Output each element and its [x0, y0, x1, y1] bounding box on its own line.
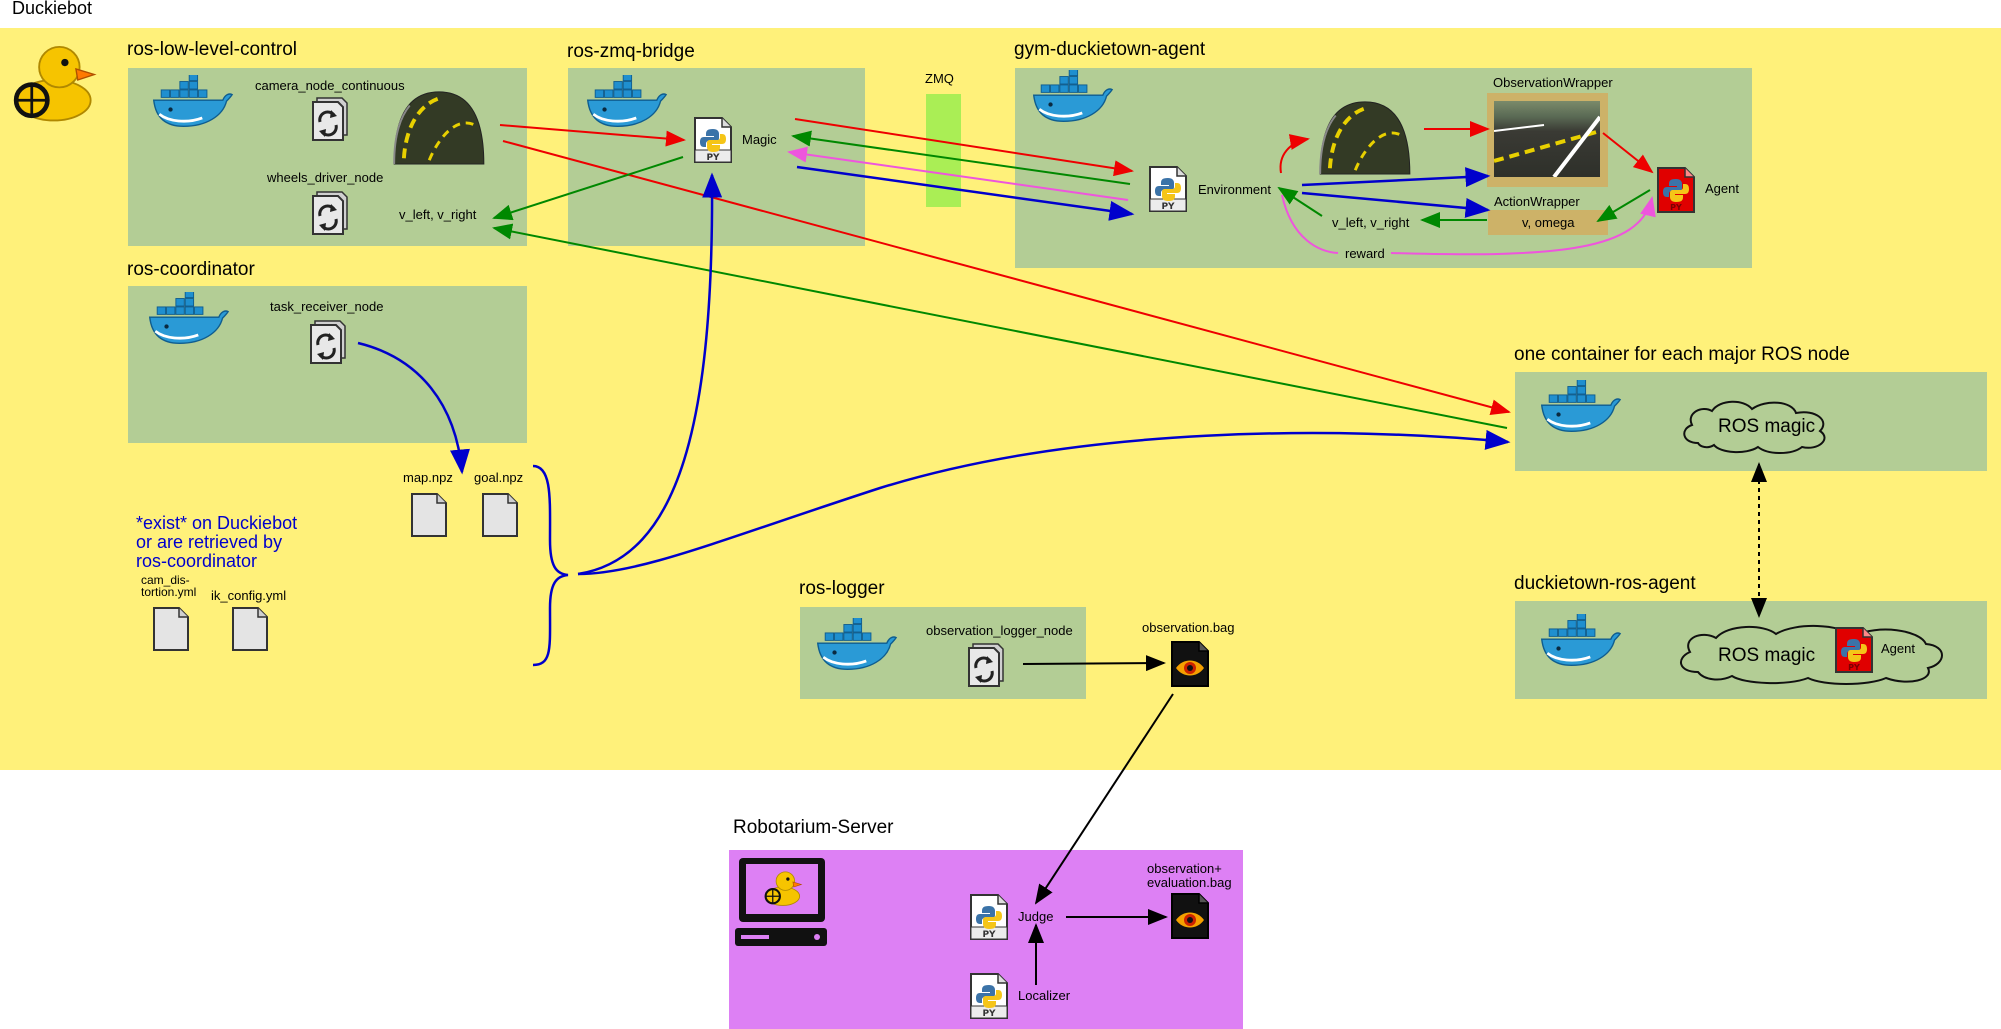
environment-label: Environment: [1198, 182, 1271, 197]
zmq-label: ZMQ: [925, 71, 954, 86]
env-to-obswrapper-arrow: [1301, 167, 1491, 188]
magic-to-env-arrow: [794, 118, 1134, 177]
wheels-to-env-arrow: [1277, 186, 1323, 217]
wheels-signal-label: v_left, v_right: [399, 207, 477, 222]
env-reward-arrow: [1281, 194, 1339, 254]
observation-wrapper-label: ObservationWrapper: [1493, 75, 1613, 90]
camera-to-ros-arrow: [502, 140, 1511, 416]
ros-agent-title: duckietown-ros-agent: [1514, 573, 1696, 594]
road-lines-icon: [1494, 115, 1600, 177]
note-line-2: or are retrieved by: [136, 532, 283, 552]
wheels-node-label: wheels_driver_node: [267, 170, 384, 185]
logger-node-label: observation_logger_node: [926, 623, 1073, 638]
ros-magic-label: ROS magic: [1718, 416, 1816, 437]
ros-agent-label: Agent: [1881, 641, 1915, 656]
eval-line-2: evaluation.bag: [1147, 875, 1232, 890]
ros-magic-cloud: [1683, 400, 1826, 454]
goal-file-label: goal.npz: [474, 470, 524, 485]
observation-wrapper-image: [1494, 101, 1600, 177]
agent-reward-arrow: [1390, 196, 1656, 256]
files-to-magic-arrow: [577, 172, 723, 576]
env-to-magic-arrow: [791, 130, 1131, 185]
gym-agent-title: gym-duckietown-agent: [1014, 39, 1206, 60]
camera-to-magic-arrow: [499, 124, 686, 147]
reward-label: reward: [1345, 246, 1385, 261]
localizer-label: Localizer: [1018, 988, 1071, 1003]
bag-to-judge-arrow: [1034, 693, 1174, 905]
magic-to-wheels-arrow: [492, 156, 684, 221]
env-to-camimg-arrow: [1279, 134, 1310, 174]
task-to-files-arrow: [357, 341, 470, 475]
ik-config-label: ik_config.yml: [211, 588, 287, 603]
task-node-label: task_receiver_node: [270, 299, 384, 314]
note-line-3: ros-coordinator: [136, 551, 258, 571]
files-brace: [532, 464, 569, 667]
env-to-magic-blue-arrow: [796, 165, 1135, 221]
gym-wheels-signal-label: v_left, v_right: [1332, 215, 1410, 230]
logger-title: ros-logger: [799, 578, 885, 599]
cam-line-2: tortion.yml: [141, 585, 197, 599]
action-value-label: v, omega: [1522, 215, 1575, 230]
obswrapper-to-agent-arrow: [1602, 132, 1654, 174]
duckiebot-title: Duckiebot: [12, 0, 93, 18]
cam-distortion-label: cam_dis- tortion.yml: [141, 574, 196, 598]
judge-label: Judge: [1018, 909, 1054, 924]
logger-to-bag-arrow: [1022, 655, 1166, 672]
action-wrapper-box: [1488, 210, 1608, 235]
eval-line-1: observation+: [1147, 861, 1222, 876]
zmq-bridge-title: ros-zmq-bridge: [567, 41, 695, 62]
files-to-ros-arrow: [577, 429, 1511, 576]
server-title: Robotarium-Server: [733, 817, 894, 838]
map-file-label: map.npz: [403, 470, 453, 485]
one-container-title: one container for each major ROS node: [1514, 344, 1850, 365]
magic-label: Magic: [742, 132, 777, 147]
agent-label: Agent: [1705, 181, 1739, 196]
files-note: *exist* on Duckiebot or are retrieved by…: [136, 514, 297, 571]
camera-node-label: camera_node_continuous: [255, 78, 405, 93]
observation-bag-label: observation.bag: [1142, 620, 1235, 635]
note-line-1: *exist* on Duckiebot: [136, 513, 298, 533]
action-wrapper-label: ActionWrapper: [1494, 194, 1580, 209]
low-level-title: ros-low-level-control: [127, 39, 297, 60]
agent-to-actionwrapper-arrow: [1596, 189, 1651, 223]
coordinator-title: ros-coordinator: [127, 259, 255, 280]
cam-line-1: cam_dis-: [141, 573, 190, 587]
ros-magic-cloud: [1680, 625, 1943, 685]
ros-to-wheels-arrow: [492, 223, 1508, 429]
computer-icon: [735, 858, 827, 946]
ros-magic-label: ROS magic: [1718, 645, 1816, 666]
env-to-actionwrapper-arrow: [1301, 191, 1491, 218]
eval-bag-label: observation+ evaluation.bag: [1147, 862, 1232, 890]
env-to-magic-pink-arrow: [787, 146, 1129, 201]
